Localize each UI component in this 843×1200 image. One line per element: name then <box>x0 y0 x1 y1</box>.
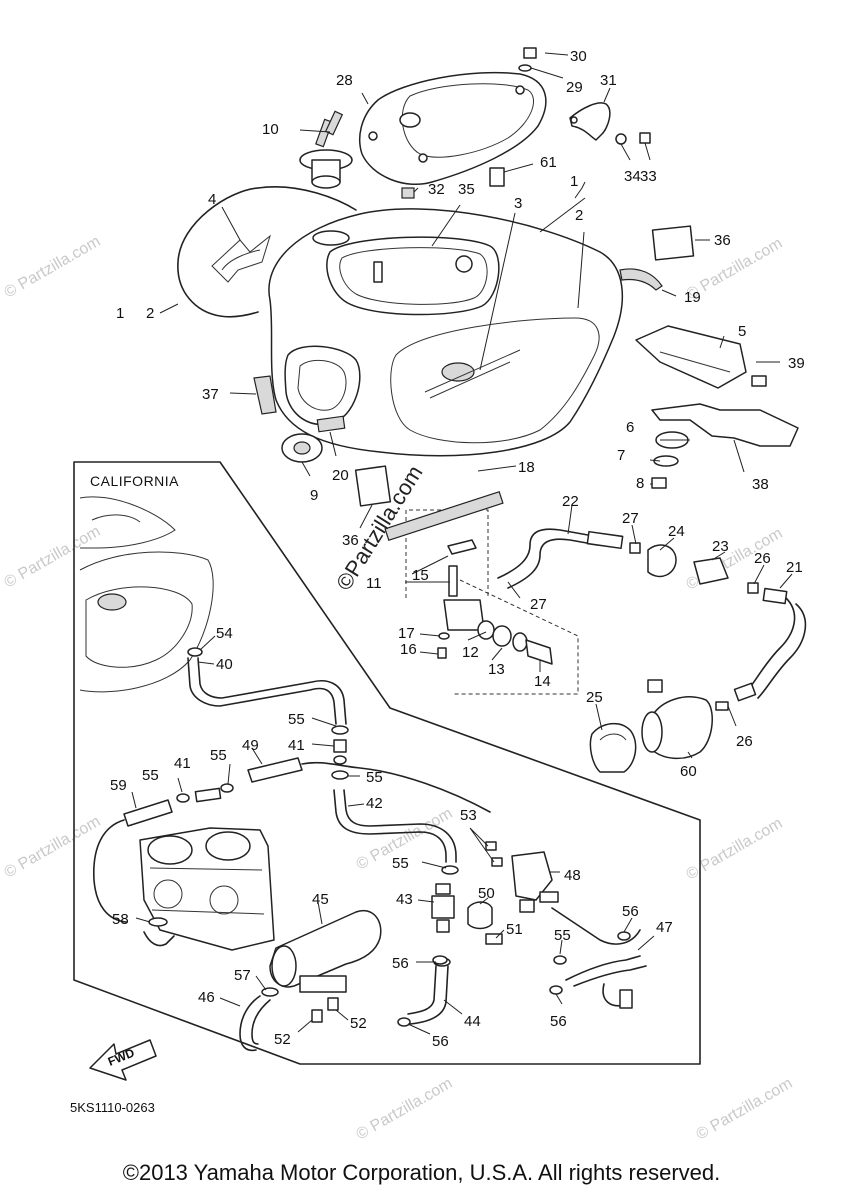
part-label: 49 <box>242 737 259 754</box>
part-label: 39 <box>788 355 805 372</box>
part-label: 59 <box>110 777 127 794</box>
part-label: 26 <box>754 550 771 567</box>
part-label: 15 <box>412 567 429 584</box>
part-label: 56 <box>432 1033 449 1050</box>
part-label: 50 <box>478 885 495 902</box>
part-label: 56 <box>622 903 639 920</box>
bracket-illustration <box>518 47 651 145</box>
part-label: 42 <box>366 795 383 812</box>
tank-console-illustration <box>358 71 547 199</box>
part-label: 22 <box>562 493 579 510</box>
part-label: 48 <box>564 867 581 884</box>
diagram-code: 5KS1110-0263 <box>70 1100 155 1115</box>
watermark: © Partzilla.com <box>694 1075 796 1144</box>
part-label: 13 <box>488 661 505 678</box>
watermark: © Partzilla.com <box>2 813 104 882</box>
part-label: 53 <box>460 807 477 824</box>
part-label: 33 <box>640 168 657 185</box>
part-label: 52 <box>350 1015 367 1032</box>
part-label: 14 <box>534 673 551 690</box>
part-label: 1 <box>570 173 578 190</box>
part-label: 41 <box>288 737 305 754</box>
part-label: 46 <box>198 989 215 1006</box>
part-label: 20 <box>332 467 349 484</box>
part-label: 51 <box>506 921 523 938</box>
part-label: 10 <box>262 121 279 138</box>
part-label: 56 <box>392 955 409 972</box>
part-label: 55 <box>210 747 227 764</box>
part-label: 55 <box>554 927 571 944</box>
part-label: 61 <box>540 154 557 171</box>
watermark: © Partzilla.com <box>684 815 786 884</box>
part-label: 56 <box>550 1013 567 1030</box>
part-label: 9 <box>310 487 318 504</box>
part-label: 23 <box>712 538 729 555</box>
part-label: 27 <box>530 596 547 613</box>
part-label: 21 <box>786 559 803 576</box>
part-label: 12 <box>462 644 479 661</box>
california-inset: CALIFORNIA <box>73 461 701 1081</box>
part-label: 60 <box>680 763 697 780</box>
part-label: 36 <box>342 532 359 549</box>
part-label: 3 <box>514 195 522 212</box>
tank-graphics-outline <box>177 186 357 318</box>
part-label: 54 <box>216 625 233 642</box>
part-label: 38 <box>752 476 769 493</box>
part-label: 2 <box>575 207 583 224</box>
watermark: © Partzilla.com <box>2 523 104 592</box>
part-label: 44 <box>464 1013 481 1030</box>
part-label: 58 <box>112 911 129 928</box>
part-label: 25 <box>586 689 603 706</box>
inset-label: CALIFORNIA <box>90 473 179 489</box>
part-label: 55 <box>288 711 305 728</box>
fuel-line-illustration <box>497 528 807 773</box>
part-label: 19 <box>684 289 701 306</box>
part-label: 55 <box>392 855 409 872</box>
fuel-cap-lock-illustration <box>299 110 353 189</box>
part-label: 34 <box>624 168 641 185</box>
leader-lines <box>131 52 793 1035</box>
part-label: 41 <box>174 755 191 772</box>
part-label: 27 <box>622 510 639 527</box>
part-label: 31 <box>600 72 617 89</box>
part-label: 35 <box>458 181 475 198</box>
part-label: 11 <box>366 575 382 592</box>
part-label: 17 <box>398 625 415 642</box>
part-label: 30 <box>570 48 587 65</box>
fuel-tank-illustration <box>253 208 624 463</box>
part-label: 47 <box>656 919 673 936</box>
watermark: © Partzilla.com <box>2 233 104 302</box>
part-label: 36 <box>714 232 731 249</box>
part-label: 2 <box>146 305 154 322</box>
part-label: 43 <box>396 891 413 908</box>
part-label: 52 <box>274 1031 291 1048</box>
part-label: 29 <box>566 79 583 96</box>
part-label: 57 <box>234 967 251 984</box>
part-labels: 1 2 1 2 3 4 5 6 7 8 9 10 11 12 13 14 15 … <box>110 48 805 1050</box>
rear-bracket-illustration <box>619 225 799 489</box>
watermark: © Partzilla.com <box>354 1075 456 1144</box>
part-label: 7 <box>617 447 625 464</box>
part-label: 37 <box>202 386 219 403</box>
part-label: 55 <box>366 769 383 786</box>
part-label: 16 <box>400 641 417 658</box>
part-label: 32 <box>428 181 445 198</box>
part-label: 24 <box>668 523 685 540</box>
part-label: 28 <box>336 72 353 89</box>
part-label: 45 <box>312 891 329 908</box>
fuel-petcock-illustration <box>354 465 579 695</box>
copyright-notice: ©2013 Yamaha Motor Corporation, U.S.A. A… <box>122 1160 721 1185</box>
part-label: 1 <box>116 305 124 322</box>
part-label: 5 <box>738 323 746 340</box>
part-label: 18 <box>518 459 535 476</box>
part-label: 40 <box>216 656 233 673</box>
part-label: 55 <box>142 767 159 784</box>
part-label: 4 <box>208 191 216 208</box>
part-label: 26 <box>736 733 753 750</box>
part-label: 6 <box>626 419 634 436</box>
part-label: 8 <box>636 475 644 492</box>
